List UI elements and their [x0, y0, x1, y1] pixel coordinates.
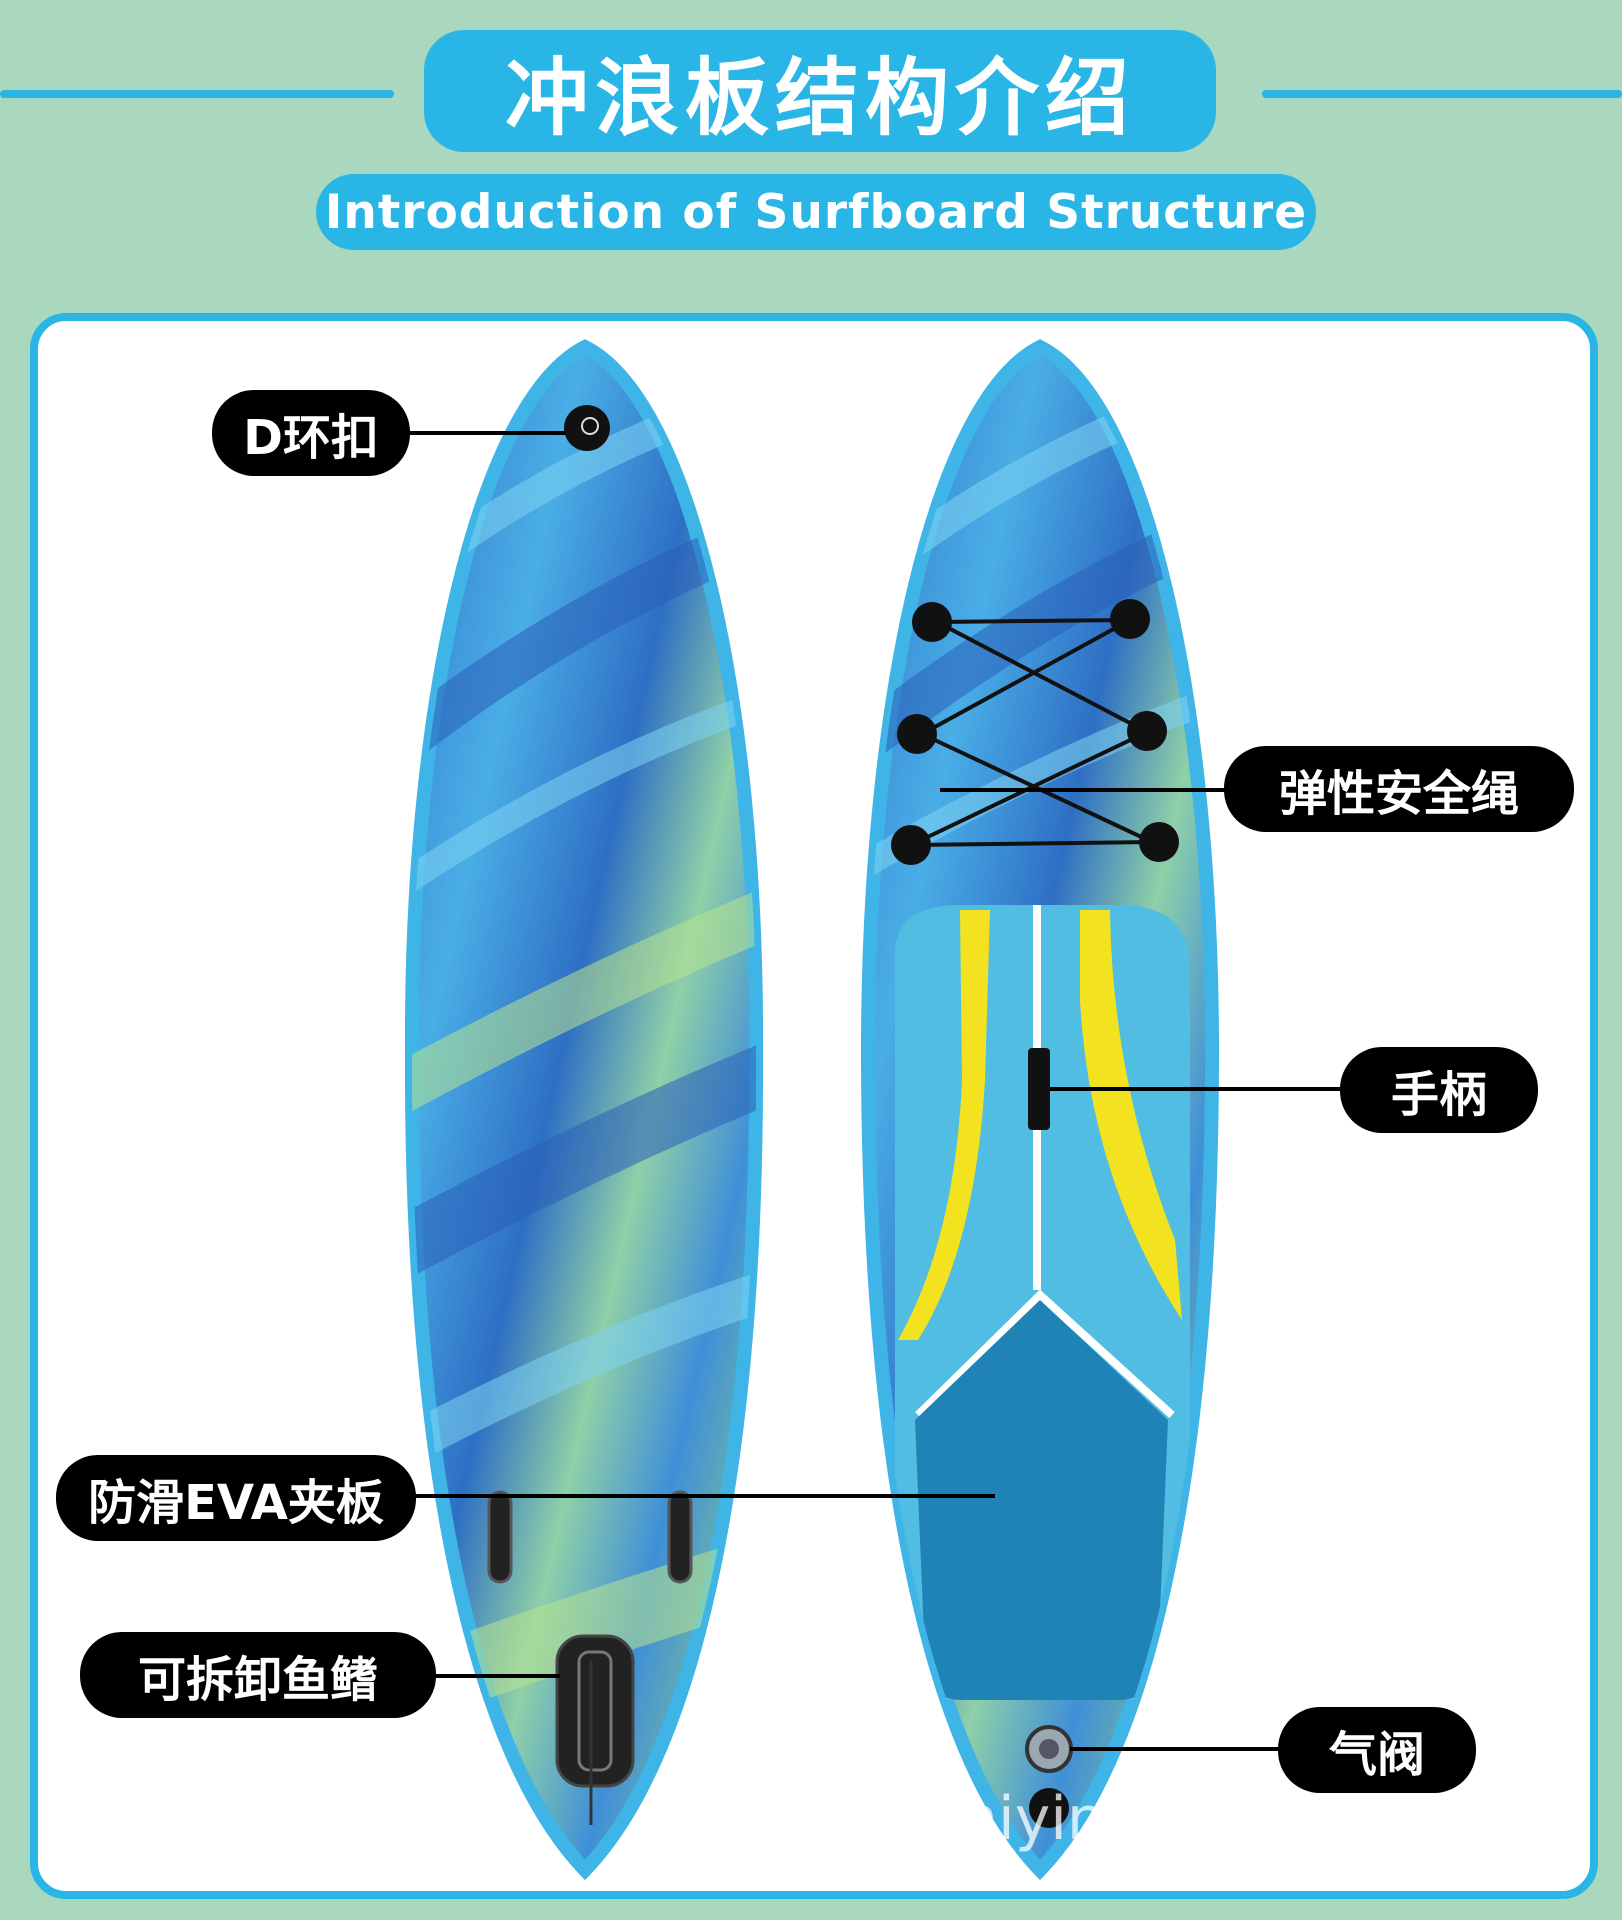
d-ring-icon — [564, 405, 610, 451]
label-bungee: 弹性安全绳 — [1224, 746, 1574, 832]
page-subtitle: Introduction of Surfboard Structure — [316, 174, 1316, 250]
side-fin-box-right — [667, 1490, 693, 1584]
callout-lines — [410, 431, 1342, 1751]
bungee-anchor-icons — [891, 599, 1179, 865]
label-handle: 手柄 — [1340, 1047, 1538, 1133]
label-fin: 可拆卸鱼鳍 — [80, 1632, 436, 1718]
title-line-left — [0, 90, 394, 98]
label-d-ring: D环扣 — [212, 390, 410, 476]
center-fin-icon — [555, 1634, 635, 1788]
label-valve: 气阀 — [1278, 1707, 1476, 1793]
leash-ring-icon — [1029, 1788, 1069, 1828]
page-title: 冲浪板结构介绍 — [424, 30, 1216, 152]
board-top-view — [860, 339, 1220, 1881]
handle-icon — [1028, 1048, 1050, 1130]
watermark: hiyin — [960, 1784, 1105, 1854]
title-line-right — [1262, 90, 1622, 98]
board-bottom-view — [404, 339, 764, 1881]
label-eva-pad: 防滑EVA夹板 — [56, 1455, 416, 1541]
side-fin-box-left — [487, 1490, 513, 1584]
